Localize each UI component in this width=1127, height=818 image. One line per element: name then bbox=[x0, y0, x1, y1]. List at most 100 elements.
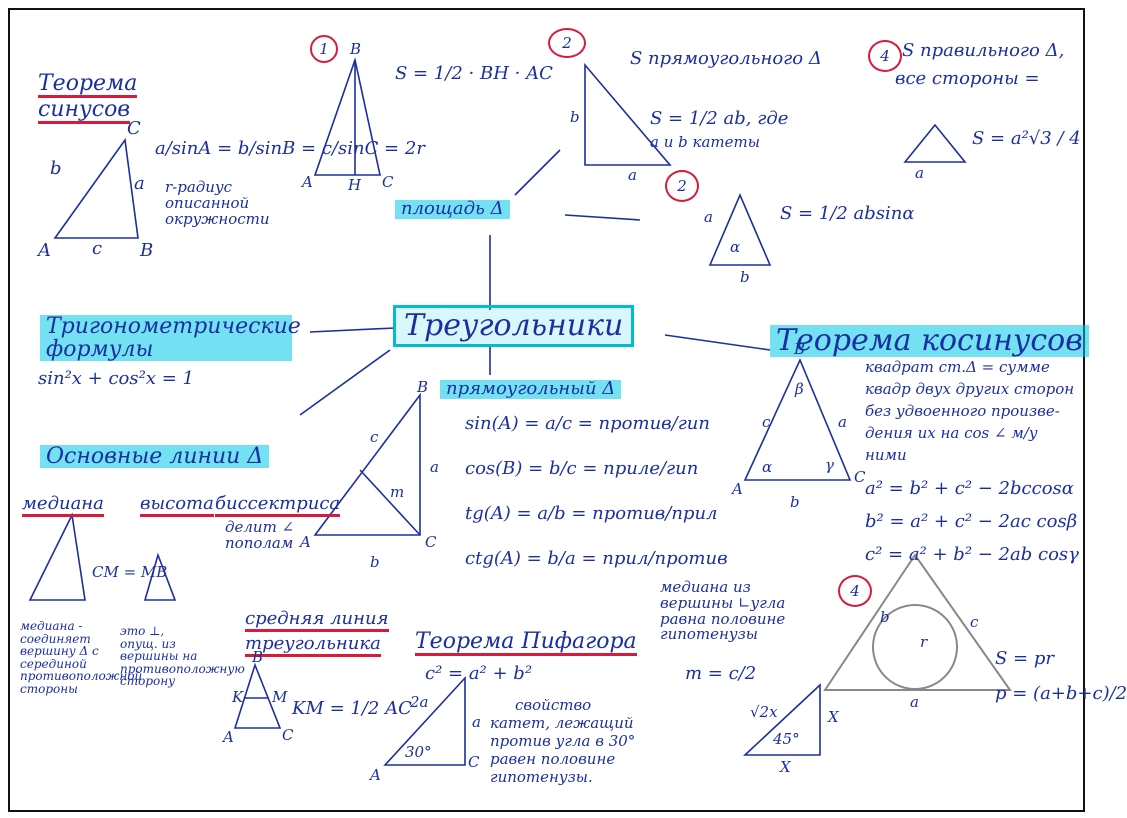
right-m: m bbox=[390, 483, 405, 501]
area-n3: 2 bbox=[665, 170, 699, 202]
right-C: C bbox=[425, 533, 437, 551]
area4-a: a bbox=[915, 164, 924, 182]
cosines-a: a bbox=[838, 413, 847, 431]
cosines-text-3: без удвоенного произве- bbox=[865, 402, 1060, 420]
area-f2-note: a и b катеты bbox=[650, 133, 760, 151]
cosines-title: Теорема косинусов bbox=[770, 325, 1089, 357]
right-median-note: медиана из вершины ∟угла равна половине … bbox=[660, 578, 786, 644]
lines-midline-f: KM = 1/2 AC bbox=[292, 698, 412, 719]
iso-sqrt2x: √2x bbox=[750, 703, 778, 721]
area2-a: a bbox=[628, 166, 637, 184]
cosines-triangle bbox=[743, 358, 852, 481]
right-sin: sin(A) = a/c = против/гип bbox=[465, 413, 710, 434]
cosines-text-4: дения их на cos ∠ м/у bbox=[865, 424, 1038, 442]
cosines-c: c bbox=[762, 413, 771, 431]
diagram-layer bbox=[28, 57, 1012, 766]
cosines-gamma: γ bbox=[825, 456, 834, 474]
sines-label-C: C bbox=[127, 118, 141, 139]
sines-title-2: синусов bbox=[38, 98, 131, 125]
area-n1: 1 bbox=[310, 35, 338, 63]
cosines-text-5: ними bbox=[865, 446, 907, 464]
inscribed-circle bbox=[872, 604, 958, 690]
cosines-text-1: квадрат ст.Δ = сумме bbox=[865, 358, 1050, 376]
center-title: Треугольники bbox=[393, 305, 635, 347]
area3-triangle bbox=[708, 192, 772, 266]
right-title: прямоугольный Δ bbox=[440, 379, 622, 399]
inscribed-r: r bbox=[920, 633, 928, 651]
trig-formula: sin²x + cos²x = 1 bbox=[38, 368, 194, 389]
inscribed-n: 4 bbox=[838, 575, 872, 607]
right-tg: tg(A) = a/b = против/прил bbox=[465, 503, 718, 524]
right-b: b bbox=[370, 553, 380, 571]
right-A: A bbox=[300, 533, 311, 551]
area1-triangle bbox=[313, 57, 381, 176]
median-triangle bbox=[28, 512, 86, 601]
area1-C: C bbox=[382, 173, 394, 191]
area3-a: a bbox=[704, 208, 713, 226]
notes-page: Треугольники Теорема синусов a/sinA = b/… bbox=[8, 8, 1127, 812]
pyth-title: Теорема Пифагора bbox=[415, 630, 637, 657]
cosines-B: B bbox=[794, 340, 806, 358]
pyth-angle: 30° bbox=[405, 743, 432, 761]
height-triangle bbox=[143, 552, 177, 601]
iso-x: X bbox=[828, 708, 839, 726]
area-n2: 2 bbox=[548, 28, 586, 58]
pyth-a: a bbox=[472, 713, 481, 731]
lines-median-note: медиана - соединяет вершину Δ с середино… bbox=[20, 619, 143, 696]
right-cos: cos(B) = b/c = приле/гип bbox=[465, 458, 699, 479]
area-f4-title: S правильного Δ, bbox=[902, 40, 1065, 61]
lines-height: высота bbox=[140, 494, 214, 517]
iso-triangle bbox=[742, 683, 821, 756]
sines-title-1: Теорема bbox=[38, 72, 138, 99]
area-n4: 4 bbox=[868, 40, 902, 72]
area2-triangle bbox=[584, 62, 672, 166]
sines-note: r-радиус описанной окружности bbox=[165, 178, 270, 228]
pyth-C: C bbox=[468, 753, 480, 771]
mid-K: K bbox=[232, 688, 244, 706]
iso-angle: 45° bbox=[773, 730, 800, 748]
inscribed-formula: S = pr bbox=[995, 648, 1054, 669]
trig-title: Тригонометрические формулы bbox=[40, 315, 301, 361]
area4-triangle bbox=[903, 123, 967, 163]
cosines-C: C bbox=[854, 468, 866, 486]
area3-b: b bbox=[740, 268, 750, 286]
lines-midline-1: средняя линия bbox=[245, 609, 389, 632]
cosines-alpha: α bbox=[762, 458, 773, 476]
sines-label-A: A bbox=[38, 240, 51, 261]
mid-B: B bbox=[252, 648, 264, 666]
sines-label-a: a bbox=[134, 173, 145, 194]
mid-A: A bbox=[223, 728, 234, 746]
cosines-f3: c² = a² + b² − 2ab cosγ bbox=[865, 544, 1079, 565]
lines-height-note: это ⊥, опущ. из вершины на противоположн… bbox=[120, 624, 245, 689]
pyth-A: A bbox=[370, 766, 381, 784]
right-ctg: ctg(A) = b/a = прил/против bbox=[465, 548, 728, 569]
area-f1: S = 1/2 · BH · AC bbox=[395, 63, 553, 84]
pyth-prop-4: равен половине bbox=[490, 750, 616, 768]
sines-label-b: b bbox=[50, 158, 62, 179]
pyth-2a: 2a bbox=[410, 693, 429, 711]
lines-title: Основные линии Δ bbox=[40, 445, 270, 468]
pyth-prop-1: свойство bbox=[515, 696, 592, 714]
lines-median-f: CM = MB bbox=[92, 563, 168, 581]
pyth-prop-2: катет, лежащий bbox=[490, 714, 634, 732]
arrow-to-lines bbox=[299, 349, 391, 416]
mid-M: M bbox=[272, 688, 288, 706]
arrow-to-trig bbox=[309, 327, 396, 333]
cosines-b: b bbox=[790, 493, 800, 511]
lines-midline-2: треугольника bbox=[245, 634, 381, 657]
right-c: c bbox=[370, 428, 379, 446]
area1-A: A bbox=[302, 173, 313, 191]
inscribed-b: b bbox=[880, 608, 890, 626]
pyth-formula: c² = a² + b² bbox=[425, 663, 533, 684]
sines-triangle bbox=[53, 137, 139, 239]
inscribed-a: a bbox=[910, 693, 919, 711]
sines-formula: a/sinA = b/sinB = c/sinC = 2r bbox=[155, 138, 425, 159]
right-triangle bbox=[313, 392, 421, 536]
area-f3: S = 1/2 absinα bbox=[780, 203, 915, 224]
right-a: a bbox=[430, 458, 439, 476]
pyth-prop-5: гипотенузы. bbox=[490, 768, 593, 786]
pyth-triangle bbox=[383, 675, 466, 766]
lines-median: медиана bbox=[22, 494, 104, 517]
inscribed-p: p = (a+b+c)/2 bbox=[995, 683, 1127, 704]
lines-bisector-note: делит ∠ пополам bbox=[225, 518, 295, 552]
